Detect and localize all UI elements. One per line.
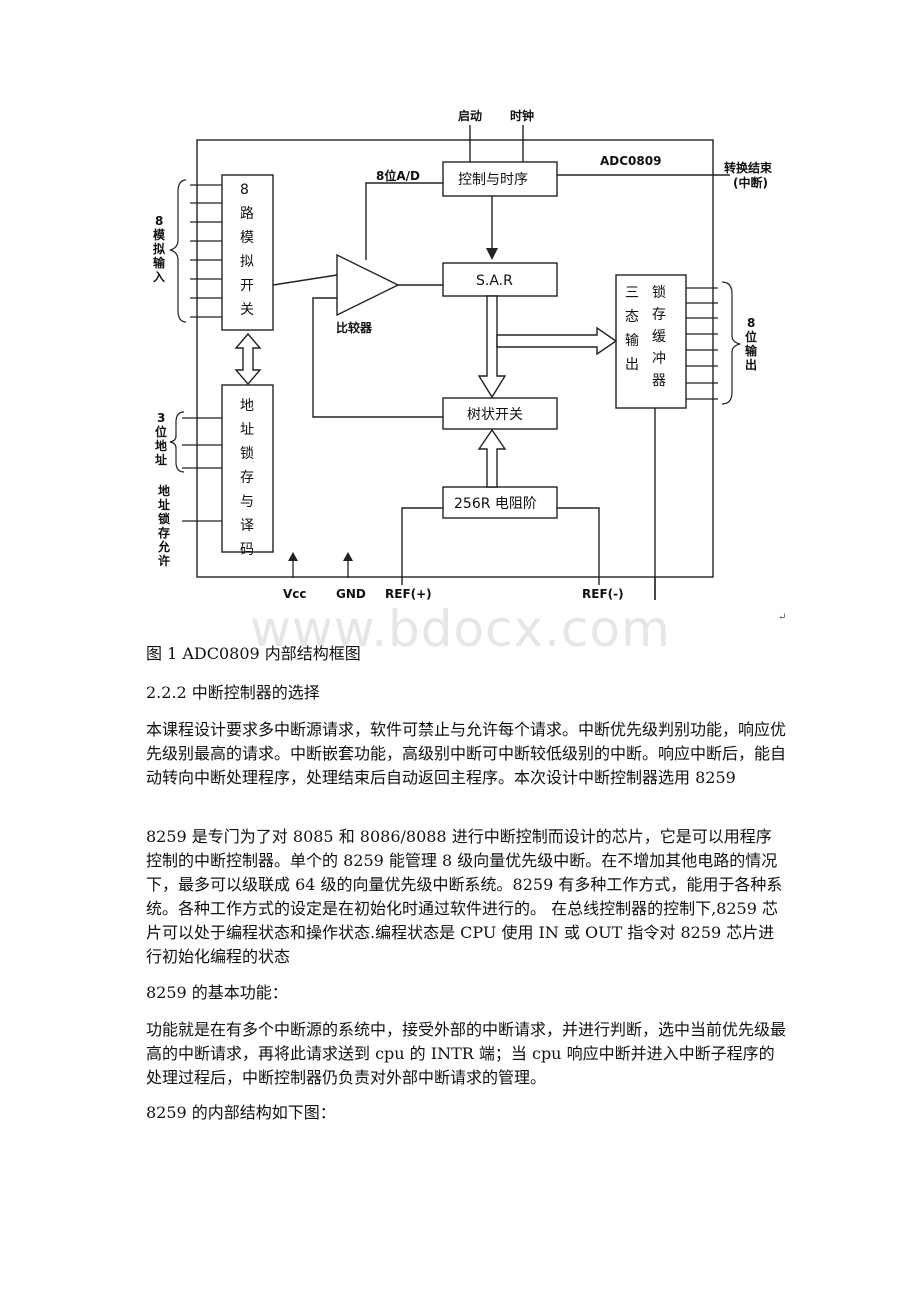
svg-text:输: 输: [153, 255, 166, 270]
return-mark: ↵: [778, 612, 787, 623]
svg-text:锁: 锁: [158, 511, 170, 526]
mux-label: 8 路 模 拟 开 关: [240, 182, 254, 318]
svg-text:地: 地: [158, 483, 170, 498]
svg-text:三: 三: [625, 285, 639, 301]
comparator-label: 比较器: [336, 320, 373, 335]
analog-input-label: 8 模 拟 输 入: [153, 214, 166, 284]
svg-text:冲: 冲: [652, 351, 666, 367]
svg-text:锁: 锁: [652, 285, 666, 301]
output-8bit-label: 8 位 输 出: [745, 316, 758, 372]
svg-text:出: 出: [745, 357, 757, 372]
svg-text:路: 路: [240, 206, 254, 222]
svg-text:存: 存: [157, 525, 170, 540]
ladder-label: 256R 电阻阶: [454, 496, 537, 512]
svg-text:模: 模: [153, 227, 166, 242]
paragraph: 8259 的基本功能：: [146, 983, 288, 1002]
ale-label: 地 址 锁 存 允 许: [157, 483, 170, 568]
paragraph: 8259 的内部结构如下图：: [146, 1103, 336, 1122]
paragraph: 本课程设计要求多中断源请求，软件可禁止与允许每个请求。中断优先级判别功能，响应优…: [146, 720, 787, 787]
paragraph: 功能就是在有多个中断源的系统中，接受外部的中断请求，并进行判断，选中当前优先级最…: [146, 1020, 787, 1087]
svg-text:入: 入: [153, 270, 165, 284]
svg-text:地: 地: [155, 438, 167, 453]
svg-text:关: 关: [240, 302, 254, 318]
svg-text:8: 8: [747, 316, 755, 330]
control-timing-label: 控制与时序: [458, 172, 528, 188]
svg-text:码: 码: [240, 542, 254, 558]
sar-label: S.A.R: [476, 273, 513, 289]
svg-text:译: 译: [240, 518, 254, 534]
svg-text:8: 8: [240, 182, 249, 198]
ad-label: 8位A/D: [376, 168, 420, 183]
start-label: 启动: [458, 108, 482, 123]
svg-text:模: 模: [240, 230, 254, 246]
svg-text:态: 态: [625, 309, 639, 325]
svg-text:位: 位: [155, 424, 167, 439]
svg-text:存: 存: [652, 307, 666, 323]
eoc-sub-label: (中断): [733, 175, 768, 190]
svg-text:输: 输: [625, 333, 639, 349]
figure-caption: 图 1 ADC0809 内部结构框图: [146, 644, 361, 663]
ref-plus-label: REF(+): [385, 587, 432, 601]
eoc-label: 转换结束: [724, 160, 773, 175]
address-3bit-label: 3 位 地 址: [155, 411, 167, 467]
svg-text:器: 器: [652, 373, 666, 389]
svg-text:缓: 缓: [652, 329, 666, 345]
svg-text:出: 出: [625, 357, 639, 373]
svg-text:与: 与: [240, 494, 254, 510]
svg-text:8: 8: [155, 214, 163, 228]
tristate-label: 三 态 输 出: [625, 285, 639, 373]
gnd-label: GND: [336, 587, 366, 601]
svg-text:开: 开: [240, 278, 254, 294]
clock-label: 时钟: [510, 108, 534, 123]
section-heading: 2.2.2 中断控制器的选择: [146, 683, 320, 702]
svg-text:输: 输: [745, 343, 758, 358]
svg-text:3: 3: [157, 411, 165, 425]
paragraph: 8259 是专门为了对 8085 和 8086/8088 进行中断控制而设计的芯…: [146, 827, 783, 966]
svg-text:许: 许: [158, 553, 170, 568]
ref-minus-label: REF(-): [582, 587, 624, 601]
svg-text:存: 存: [240, 470, 254, 486]
watermark: www.bdocx.com: [250, 600, 671, 658]
latch-buffer-label: 锁 存 缓 冲 器: [652, 285, 666, 389]
svg-text:址: 址: [240, 422, 254, 438]
svg-text:拟: 拟: [153, 241, 165, 256]
address-latch-label: 地 址 锁 存 与 译 码: [240, 398, 254, 558]
vcc-label: Vcc: [283, 587, 307, 601]
svg-text:址: 址: [158, 497, 170, 512]
chip-label: ADC0809: [600, 154, 661, 168]
svg-text:拟: 拟: [240, 254, 254, 270]
tree-switch-label: 树状开关: [467, 407, 523, 423]
adc0809-block-diagram: 启动 时钟 控制与时序 ADC0809 转换结束 (中断) 8位A/D S.A.…: [153, 108, 773, 601]
svg-text:位: 位: [745, 329, 757, 344]
svg-text:地: 地: [240, 398, 254, 414]
svg-text:址: 址: [155, 452, 167, 467]
svg-text:锁: 锁: [240, 446, 254, 462]
svg-text:允: 允: [157, 539, 170, 554]
